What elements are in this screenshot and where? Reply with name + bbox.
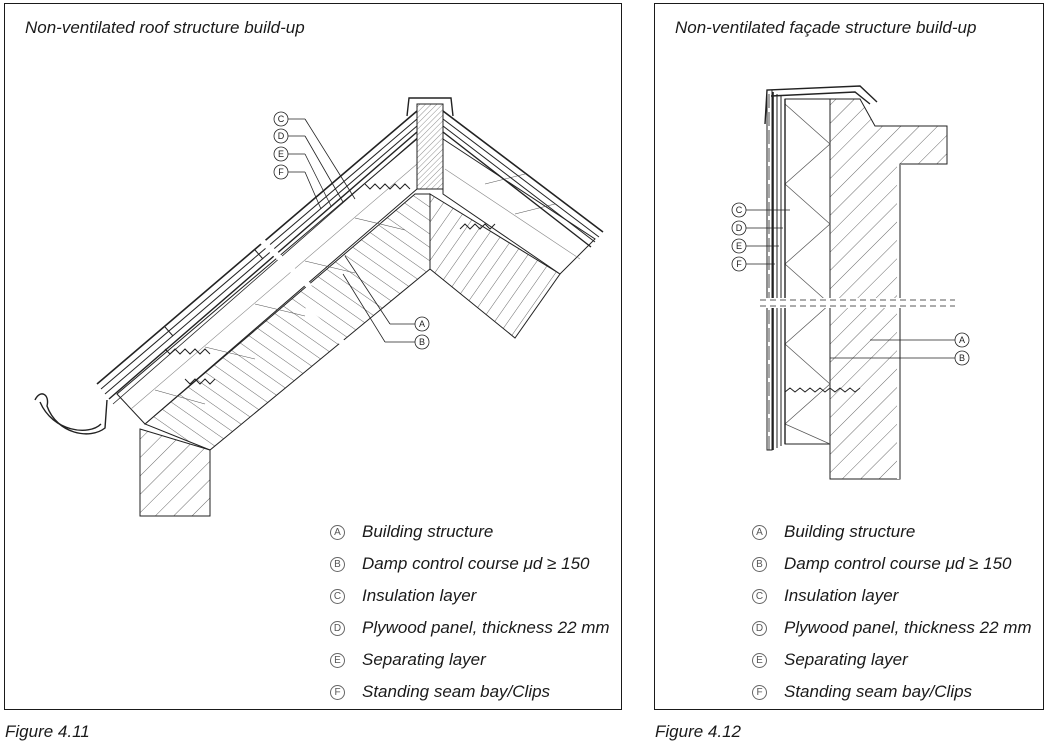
roof-callout-b: B — [419, 337, 425, 347]
roof-callout-a: A — [419, 319, 425, 329]
roof-legend-item-a: A Building structure — [330, 516, 610, 548]
facade-callout-e: E — [736, 241, 742, 251]
facade-legend-item-c: C Insulation layer — [752, 580, 1032, 612]
roof-figure-title: Non-ventilated roof structure build-up — [25, 18, 305, 37]
roof-callout-d: D — [278, 131, 285, 141]
legend-text: Plywood panel, thickness 22 mm — [784, 618, 1032, 637]
facade-legend-item-e: E Separating layer — [752, 644, 1032, 676]
legend-text: Separating layer — [784, 650, 908, 669]
roof-legend-item-f: F Standing seam bay/Clips — [330, 676, 610, 708]
facade-callout-d: D — [736, 223, 743, 233]
facade-callout-a: A — [959, 335, 965, 345]
legend-text: Insulation layer — [362, 586, 477, 605]
badge-a: A — [752, 524, 767, 540]
facade-legend-item-a: A Building structure — [752, 516, 1032, 548]
roof-legend-item-e: E Separating layer — [330, 644, 610, 676]
facade-section-drawing: C D E F A B — [731, 85, 970, 480]
legend-text: Building structure — [784, 522, 916, 541]
facade-figure-panel: Non-ventilated façade structure build-up — [654, 3, 1044, 710]
badge-a: A — [330, 524, 345, 540]
facade-fixing — [784, 387, 861, 393]
facade-cladding-layers — [766, 89, 786, 451]
facade-callout-leaders — [746, 209, 955, 359]
legend-text: Building structure — [362, 522, 494, 541]
legend-text: Insulation layer — [784, 586, 899, 605]
badge-e: E — [330, 652, 345, 668]
badge-e: E — [752, 652, 767, 668]
roof-right-cladding — [442, 110, 604, 248]
roof-callout-leaders — [288, 118, 415, 343]
facade-figure-caption: Figure 4.12 — [655, 722, 741, 741]
facade-building-structure — [829, 98, 948, 480]
roof-ridge-post — [406, 97, 454, 190]
roof-legend: A Building structure B Damp control course… — [330, 516, 610, 708]
roof-left-cladding — [96, 110, 418, 405]
gutter — [34, 393, 108, 435]
badge-c: C — [752, 588, 767, 604]
badge-b: B — [752, 556, 767, 572]
roof-left-structure — [144, 193, 431, 451]
roof-legend-item-c: C Insulation layer — [330, 580, 610, 612]
legend-text: Plywood panel, thickness 22 mm — [362, 618, 610, 637]
badge-b: B — [330, 556, 345, 572]
facade-insulation — [784, 98, 831, 445]
roof-figure-panel: Non-ventilated roof structure build-up — [4, 3, 622, 710]
legend-text: Standing seam bay/Clips — [784, 682, 973, 701]
facade-callout-f: F — [736, 259, 742, 269]
facade-figure-title: Non-ventilated façade structure build-up — [675, 18, 977, 37]
facade-legend-item-d: D Plywood panel, thickness 22 mm — [752, 612, 1032, 644]
legend-text: Damp control course μd ≥ 150 — [362, 554, 590, 573]
facade-legend-item-b: B Damp control course μd ≥ 150 — [752, 548, 1032, 580]
roof-section-drawing: C D E F A B — [34, 97, 604, 517]
facade-legend: A Building structure B Damp control course… — [752, 516, 1032, 708]
facade-legend-item-f: F Standing seam bay/Clips — [752, 676, 1032, 708]
badge-d: D — [330, 620, 345, 636]
facade-callout-badges — [731, 202, 970, 366]
facade-break-marks — [755, 298, 955, 308]
roof-callout-e: E — [278, 149, 284, 159]
legend-text: Standing seam bay/Clips — [362, 682, 551, 701]
roof-break-marks — [257, 236, 358, 357]
badge-d: D — [752, 620, 767, 636]
facade-callout-c: C — [736, 205, 743, 215]
roof-wall — [139, 428, 211, 517]
legend-text: Damp control course μd ≥ 150 — [784, 554, 1012, 573]
badge-f: F — [752, 684, 767, 700]
roof-callout-c: C — [278, 114, 285, 124]
roof-legend-item-b: B Damp control course μd ≥ 150 — [330, 548, 610, 580]
roof-legend-item-d: D Plywood panel, thickness 22 mm — [330, 612, 610, 644]
facade-coping — [764, 85, 878, 125]
badge-f: F — [330, 684, 345, 700]
roof-callout-badges — [273, 111, 430, 350]
facade-callout-b: B — [959, 353, 965, 363]
badge-c: C — [330, 588, 345, 604]
roof-figure-caption: Figure 4.11 — [5, 722, 90, 741]
legend-text: Separating layer — [362, 650, 486, 669]
roof-callout-f: F — [278, 167, 284, 177]
